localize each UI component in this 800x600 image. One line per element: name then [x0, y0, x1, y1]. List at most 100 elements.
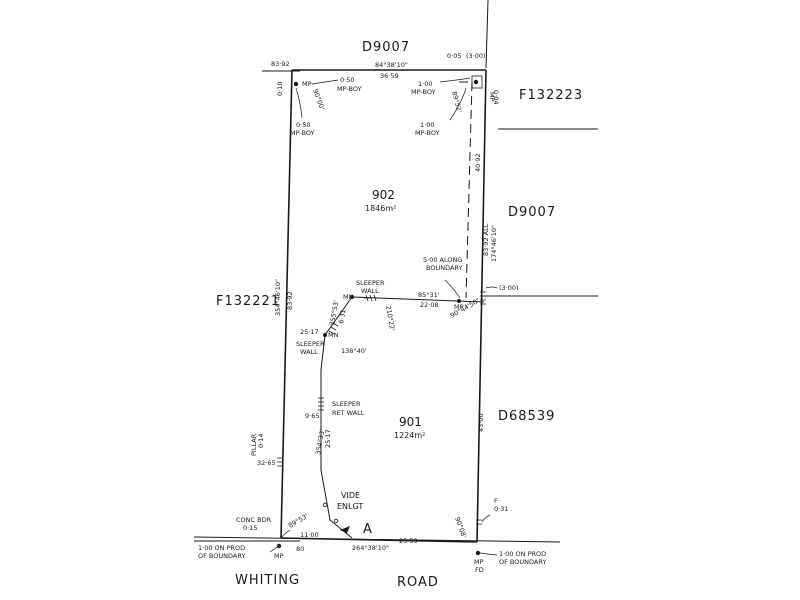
- mark-nw: [293, 81, 299, 87]
- vide-label-2: ENLGT: [337, 502, 363, 511]
- ne-offset: 0·04: [492, 90, 500, 104]
- mp-top-left: MP: [302, 80, 312, 88]
- pillar-label: PILLAR: [250, 433, 258, 456]
- leader-mp-boy-top1: [311, 79, 339, 85]
- easement-line: [465, 81, 473, 299]
- wall-distance: 22·08: [420, 301, 439, 309]
- mark-mn-top: [350, 295, 354, 299]
- leader-mp-boy-ne2: [449, 87, 467, 121]
- sleeper-wall-mid-2: WALL: [300, 348, 318, 356]
- parcel-boundary: [280, 69, 487, 543]
- fd-se: FD: [475, 566, 484, 574]
- mid-angle: 138°40': [341, 347, 367, 355]
- easement: [459, 81, 473, 299]
- hatch-top: [364, 294, 377, 302]
- pillar-distance: 32·65: [257, 459, 276, 467]
- mp-wall: MP: [454, 303, 464, 311]
- north-east-boundary-line: [485, 0, 489, 69]
- f-label: F: [494, 497, 498, 505]
- north-distance: 36·59: [380, 72, 399, 80]
- adjoining-north: D9007: [362, 40, 410, 55]
- north-east-extension-2: (3·00): [466, 52, 486, 60]
- mp-boy-top1-value: 0·50: [340, 76, 354, 84]
- boundary-west: [280, 69, 293, 539]
- mn-mid: MN: [328, 331, 339, 339]
- north-west-extension: 83·92: [271, 60, 290, 68]
- mark-mn-mid: [323, 333, 327, 337]
- mark-vide-1: [322, 502, 328, 508]
- mn-top: MN: [343, 293, 354, 301]
- pillar-offset: 0·14: [257, 434, 265, 448]
- sleeper-wall-mid-1: SLEEPER: [296, 340, 325, 348]
- prod-left-1: 1·00 ON PROD: [198, 544, 245, 552]
- leader-f: [481, 514, 491, 523]
- prod-left-2: OF BOUNDARY: [198, 552, 245, 560]
- wall-bearing: 85°31': [418, 291, 440, 299]
- ne-angle: 89°52': [450, 90, 463, 113]
- leader-prod-right: [479, 552, 498, 556]
- leader-prod-left: [269, 545, 280, 553]
- north-bearing: 84°38'10": [375, 61, 408, 69]
- west-split-distance: 25·17: [300, 328, 319, 336]
- mark-ne: [473, 79, 479, 85]
- lot-902-number: 902: [372, 188, 395, 202]
- mp-boy-top1-label: MP-BOY: [337, 85, 362, 93]
- mark-vide-2: [333, 518, 339, 524]
- along-boundary-2: BOUNDARY: [426, 264, 463, 272]
- vide-arrow: [340, 526, 350, 533]
- mp-boy-ne1-label: MP-BOY: [411, 88, 436, 96]
- leader-along-boundary: [444, 279, 461, 299]
- leader-mp-boy-ne1: [439, 77, 471, 83]
- hatch-pillar: [277, 457, 283, 467]
- sleeper-ret-1: SLEEPER: [332, 400, 361, 408]
- conc-offset: 0·15: [243, 524, 257, 532]
- east-distance: 83·92 ALL: [482, 223, 490, 256]
- lot-901-number: 901: [399, 415, 422, 429]
- sw-angle: 89°53': [287, 512, 310, 530]
- prod-right-2: OF BOUNDARY: [499, 558, 546, 566]
- mp-boy-top2-value: 0·50: [296, 121, 310, 129]
- leader-lines: [269, 77, 498, 556]
- mp-boy-ne1-value: 1·00: [418, 80, 432, 88]
- sleeper-walls: [320, 296, 485, 539]
- marker-a: A: [363, 522, 373, 537]
- south-short-distance: 80: [296, 545, 304, 553]
- survey-marks: [276, 75, 483, 556]
- leader-conc-bdr: [280, 529, 291, 539]
- mp-ne: MP: [488, 92, 496, 102]
- along-boundary-1: 5·00 ALONG: [423, 256, 462, 264]
- f-offset: 0·31: [494, 505, 508, 513]
- lot-902-area: 1846m²: [365, 204, 396, 213]
- hatch-ret: [318, 397, 324, 411]
- east-easement-distance: 40·92: [474, 153, 482, 172]
- prod-right-1: 1·00 ON PROD: [499, 550, 546, 558]
- west-ret-distance: 9·65: [305, 412, 319, 420]
- wall-short-distance: 6·31: [337, 309, 347, 325]
- wall-angle-left: 210°22': [384, 305, 396, 332]
- adjoining-east-lower: D68539: [498, 409, 555, 424]
- north-east-extension-1: 0·05: [447, 52, 461, 60]
- mark-mp-wall: [457, 299, 461, 303]
- hatch-marks: [277, 291, 486, 525]
- hatch-fence: [476, 519, 482, 525]
- ret-distance: 25·17: [324, 429, 332, 448]
- adjoining-north-east: F132223: [519, 88, 583, 103]
- se-angle: 90°08': [453, 516, 468, 539]
- sleeper-wall-diagonal: [324, 296, 353, 336]
- adjoining-lines: [193, 0, 598, 543]
- mp-boy-top2-label: MP-BOY: [290, 129, 315, 137]
- mp-se: MP: [474, 558, 484, 566]
- left-offset-top: 0·10: [276, 82, 284, 96]
- hatch-mid: [328, 322, 339, 335]
- road-name-left: WHITING: [235, 573, 300, 588]
- boundary-east: [476, 69, 487, 543]
- west-distance: 83·92: [286, 291, 294, 310]
- sleeper-wall-top-2: WALL: [361, 287, 379, 295]
- road-name-right: ROAD: [397, 575, 439, 590]
- leader-mp-boy-top2: [295, 87, 303, 119]
- east-bearing: 174°46'10": [490, 225, 498, 262]
- hatch-east: [480, 291, 486, 305]
- vide-label-1: VIDE: [341, 491, 360, 500]
- bearing-90-top: 90°00': [311, 88, 326, 111]
